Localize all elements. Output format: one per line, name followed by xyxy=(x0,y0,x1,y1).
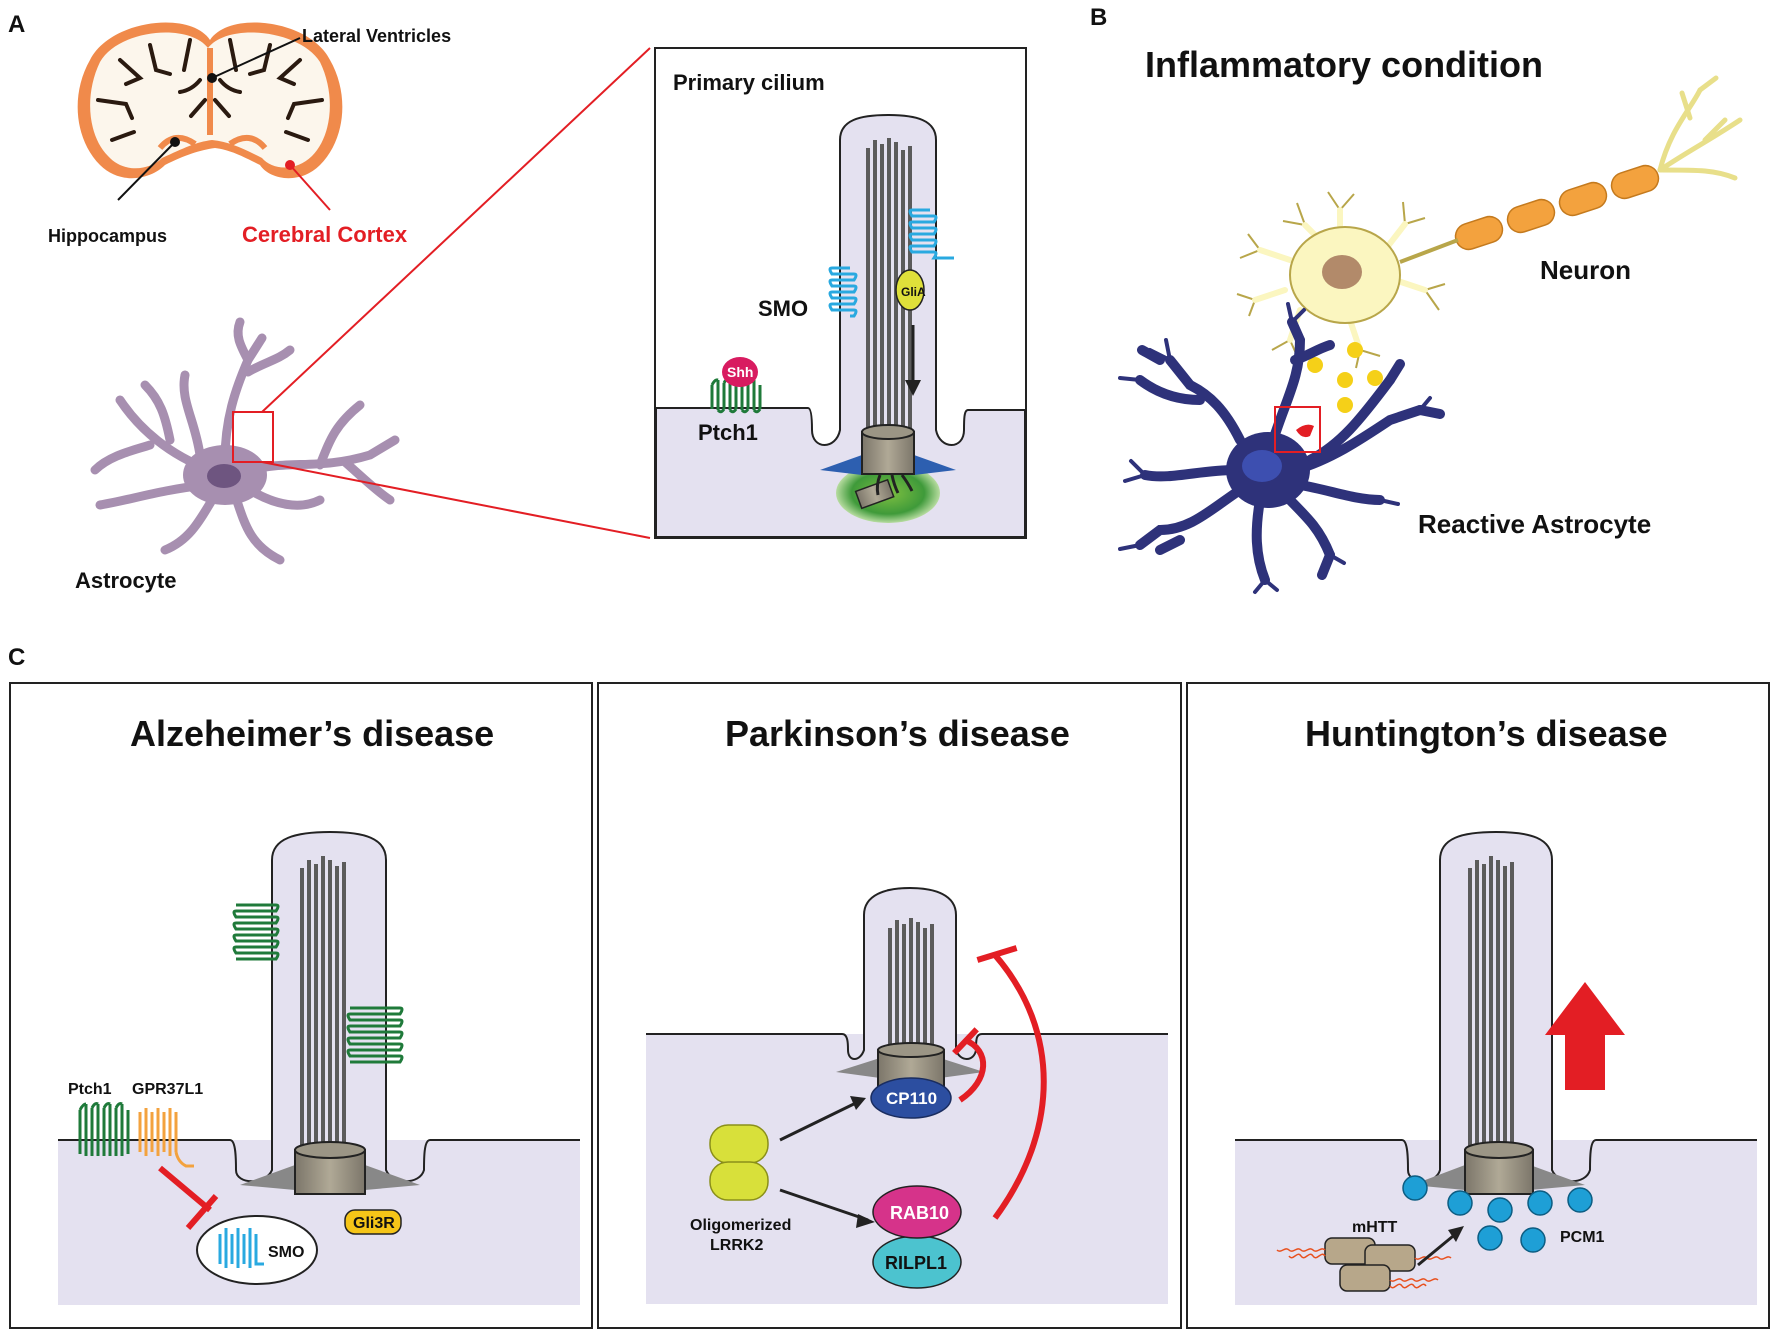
label-mhtt: mHTT xyxy=(1352,1219,1398,1236)
astrocyte-illustration xyxy=(90,317,400,565)
label-ptch1: Ptch1 xyxy=(698,420,758,445)
label-ptch1-ad: Ptch1 xyxy=(68,1081,112,1098)
huntingtons-title: Huntington’s disease xyxy=(1305,713,1668,754)
label-cp110: CP110 xyxy=(886,1089,937,1108)
label-smo: SMO xyxy=(758,296,808,321)
zoom-box-reactive-astrocyte xyxy=(1274,406,1321,453)
neuron-illustration xyxy=(1236,75,1743,369)
label-lrrk2-line1: Oligomerized xyxy=(690,1217,791,1234)
zoom-box-astrocyte xyxy=(232,411,274,463)
label-gpr37l1: GPR37L1 xyxy=(132,1081,203,1098)
label-gli3r: Gli3R xyxy=(353,1215,395,1232)
label-smo-ad: SMO xyxy=(268,1244,304,1261)
label-hippocampus: Hippocampus xyxy=(48,226,167,246)
huntingtons-panel xyxy=(1186,682,1770,1329)
brain-callouts xyxy=(117,37,331,211)
reactive-astrocyte-illustration xyxy=(1118,302,1445,594)
primary-cilium-inset xyxy=(654,47,1027,539)
label-lrrk2-line2: LRRK2 xyxy=(710,1237,763,1254)
panel-letter-c: C xyxy=(8,644,25,671)
parkinsons-title: Parkinson’s disease xyxy=(725,713,1070,754)
label-shh: Shh xyxy=(727,364,753,380)
label-primary-cilium: Primary cilium xyxy=(673,70,825,95)
zoom-line-top xyxy=(261,47,651,413)
parkinsons-panel xyxy=(597,682,1182,1329)
panel-letter-b: B xyxy=(1090,4,1107,31)
alzheimers-panel xyxy=(9,682,593,1329)
cytokine-dots xyxy=(1307,342,1383,413)
reactive-cilium-mark xyxy=(1296,424,1314,438)
label-pcm1: PCM1 xyxy=(1560,1229,1605,1246)
label-rilpl1: RILPL1 xyxy=(885,1253,947,1273)
label-lateral-ventricles: Lateral Ventricles xyxy=(302,26,451,46)
label-cerebral-cortex: Cerebral Cortex xyxy=(242,222,408,247)
brain-section-illustration xyxy=(77,22,343,179)
label-glia: GliA xyxy=(901,285,926,299)
label-rab10: RAB10 xyxy=(890,1203,949,1223)
alzheimers-title: Alzeheimer’s disease xyxy=(130,713,494,754)
label-astrocyte: Astrocyte xyxy=(75,568,176,593)
zoom-line-bottom xyxy=(261,461,651,539)
label-reactive-astrocyte: Reactive Astrocyte xyxy=(1418,509,1651,539)
label-neuron: Neuron xyxy=(1540,255,1631,285)
panel-b-title: Inflammatory condition xyxy=(1145,44,1543,85)
panel-letter-a: A xyxy=(8,11,25,38)
